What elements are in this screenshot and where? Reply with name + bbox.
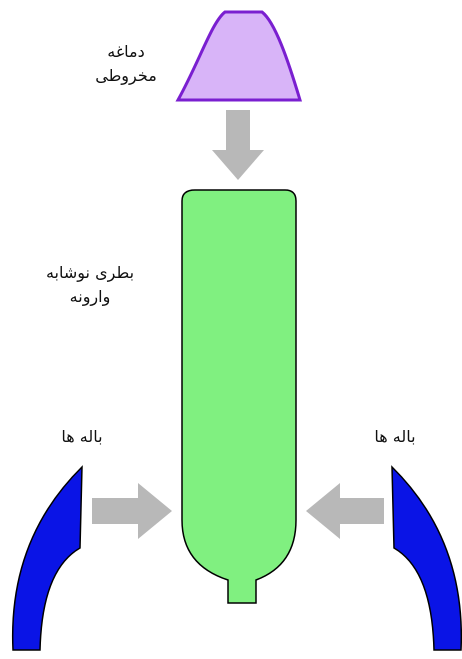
bottle-label-line2: وارونه: [69, 287, 111, 306]
arrow-right: [92, 483, 172, 539]
arrow-left: [306, 483, 384, 539]
fin-right-label: باله ها: [374, 427, 416, 446]
nose-cone-label-line1: دماغه: [107, 42, 145, 61]
nose-cone-label: دماغه مخروطی: [82, 40, 170, 88]
bottle-label-line1: بطری نوشابه: [45, 263, 135, 282]
nose-cone-label-line2: مخروطی: [95, 66, 157, 85]
bottle-label: بطری نوشابه وارونه: [20, 261, 160, 309]
fin-right: [391, 465, 462, 651]
inverted-bottle: [181, 189, 297, 604]
fin-left-label: باله ها: [61, 427, 103, 446]
arrow-down: [212, 110, 264, 180]
fin-left: [11, 465, 83, 651]
nose-cone: [175, 10, 303, 102]
